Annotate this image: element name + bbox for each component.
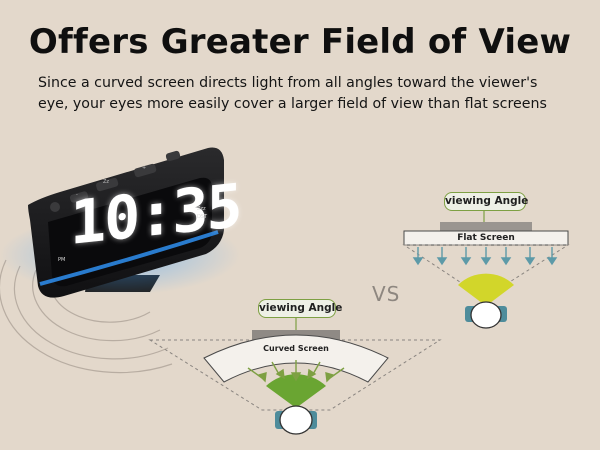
curved-screen-label: Curved Screen	[263, 344, 329, 353]
snooze-indicator: Zzz	[197, 206, 206, 212]
vs-label: VS	[372, 282, 401, 306]
flat-viewing-angle-label: viewing Angle	[444, 192, 528, 211]
flat-screen-diagram	[402, 211, 570, 329]
button-label-snooze: Zz	[103, 179, 110, 185]
curved-arrows	[247, 360, 345, 383]
button-label-plus: +	[142, 165, 147, 171]
dst-indicator: DST	[197, 214, 208, 220]
pm-indicator: PM	[58, 257, 66, 263]
flat-screen-label: Flat Screen	[457, 233, 515, 243]
alarm-clock	[0, 147, 240, 298]
top-buttons	[50, 150, 181, 212]
flat-viewer-head	[465, 301, 507, 329]
curved-screen-diagram	[148, 318, 442, 435]
page-subtitle: Since a curved screen directs light from…	[38, 73, 578, 115]
subtitle-line-1: Since a curved screen directs light from…	[38, 75, 538, 91]
flat-arrows	[412, 247, 558, 266]
curved-viewer-head	[275, 405, 317, 435]
page-title: Offers Greater Field of View	[28, 22, 572, 62]
button-label-minus: -	[76, 192, 78, 198]
subtitle-line-2: eye, your eyes more easily cover a large…	[38, 96, 547, 112]
curved-viewing-angle-label: viewing Angle	[258, 299, 342, 318]
